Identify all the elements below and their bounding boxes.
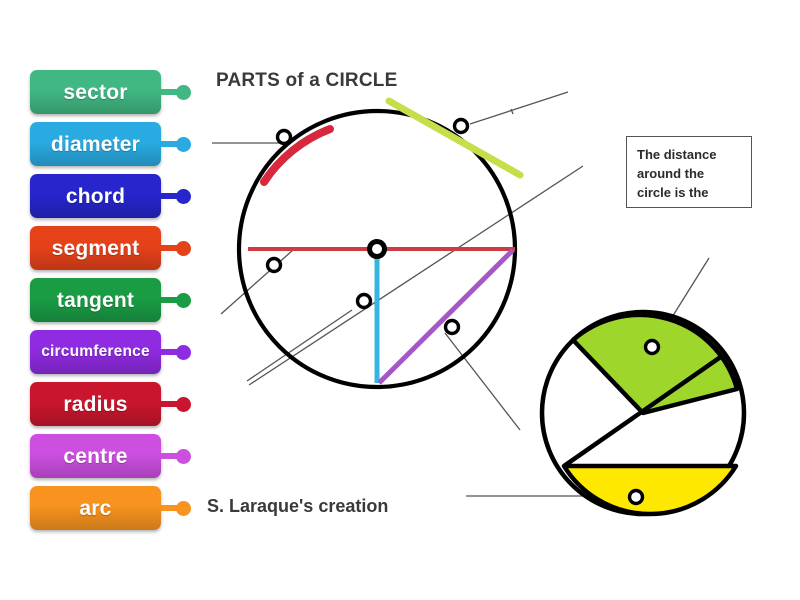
page-title: PARTS of a CIRCLE bbox=[216, 70, 398, 91]
connector-dot[interactable] bbox=[176, 344, 191, 360]
label-chip-diameter[interactable]: diameter bbox=[30, 122, 191, 166]
arc-marker[interactable] bbox=[275, 128, 293, 146]
label-chip-centre[interactable]: centre bbox=[30, 434, 191, 478]
label-chip-tangent[interactable]: tangent bbox=[30, 278, 191, 322]
label-chip-row: centre bbox=[30, 430, 210, 482]
main-circle-outline bbox=[236, 108, 518, 390]
label-chip-row: diameter bbox=[30, 118, 210, 170]
credit-text: S. Laraque's creation bbox=[207, 496, 389, 516]
label-chip-text: sector bbox=[63, 80, 128, 104]
main-circle-group bbox=[236, 97, 524, 390]
label-chip-segment[interactable]: segment bbox=[30, 226, 191, 270]
label-chip-row: tangent bbox=[30, 274, 210, 326]
connector-line bbox=[161, 505, 177, 511]
lead-line-sector bbox=[658, 257, 710, 339]
connector-line bbox=[161, 245, 177, 251]
lead-line-chord bbox=[220, 249, 294, 315]
connector-line bbox=[161, 401, 177, 407]
lead-line-radius bbox=[246, 309, 353, 382]
connector-dot[interactable] bbox=[176, 240, 191, 256]
lead-line-diameter bbox=[248, 165, 584, 386]
connector-line bbox=[161, 193, 177, 199]
tangent-marker[interactable] bbox=[452, 117, 470, 135]
label-chip-text: tangent bbox=[56, 288, 135, 312]
lead-line-tangent-tick bbox=[510, 108, 514, 115]
label-chip-connector[interactable] bbox=[161, 344, 191, 360]
answer-markers bbox=[265, 117, 661, 506]
chord-marker[interactable] bbox=[265, 256, 283, 274]
label-chip-text: segment bbox=[51, 236, 140, 260]
connector-dot[interactable] bbox=[176, 500, 191, 516]
label-chip-radius[interactable]: radius bbox=[30, 382, 191, 426]
label-chip-connector[interactable] bbox=[161, 136, 191, 152]
connector-line bbox=[161, 297, 177, 303]
chord-line bbox=[377, 248, 515, 385]
tangent-line bbox=[385, 97, 524, 179]
label-chip-text: circumference bbox=[41, 343, 150, 361]
centre-marker[interactable] bbox=[367, 239, 387, 259]
segment-marker[interactable] bbox=[627, 488, 645, 506]
label-chip-connector[interactable] bbox=[161, 188, 191, 204]
label-chip-row: sector bbox=[30, 66, 210, 118]
label-chip-arc[interactable]: arc bbox=[30, 486, 191, 530]
lead-line-centre bbox=[444, 332, 521, 431]
label-chip-connector[interactable] bbox=[161, 448, 191, 464]
label-chip-list: sector diameter chord segment tangent circumf… bbox=[30, 66, 210, 534]
label-chip-text: radius bbox=[63, 392, 128, 416]
label-chip-connector[interactable] bbox=[161, 292, 191, 308]
label-chip-connector[interactable] bbox=[161, 240, 191, 256]
lead-line-tangent bbox=[469, 91, 569, 125]
radius-marker[interactable] bbox=[355, 292, 373, 310]
label-chip-text: centre bbox=[63, 444, 128, 468]
sector-marker[interactable] bbox=[643, 338, 661, 356]
label-chip-row: arc bbox=[30, 482, 210, 534]
label-chip-circumference[interactable]: circumference bbox=[30, 330, 191, 374]
label-chip-row: radius bbox=[30, 378, 210, 430]
sector-circle-outline bbox=[539, 309, 747, 517]
label-chip-text: arc bbox=[79, 496, 112, 520]
label-chip-sector[interactable]: sector bbox=[30, 70, 191, 114]
connector-dot[interactable] bbox=[176, 84, 191, 100]
arc-highlight bbox=[260, 125, 334, 186]
connector-dot[interactable] bbox=[176, 188, 191, 204]
label-chip-row: circumference bbox=[30, 326, 210, 378]
label-chip-chord[interactable]: chord bbox=[30, 174, 191, 218]
label-chip-connector[interactable] bbox=[161, 500, 191, 516]
question-text-box: The distance around the circle is the bbox=[626, 136, 752, 208]
label-chip-text: diameter bbox=[50, 132, 141, 156]
segment-region-yellow bbox=[561, 463, 739, 517]
connector-line bbox=[161, 141, 177, 147]
label-chip-connector[interactable] bbox=[161, 84, 191, 100]
sector-circle-chord bbox=[562, 354, 724, 468]
connector-line bbox=[161, 453, 177, 459]
label-chip-row: segment bbox=[30, 222, 210, 274]
connector-dot[interactable] bbox=[176, 396, 191, 412]
connector-line bbox=[161, 349, 177, 355]
connector-dot[interactable] bbox=[176, 448, 191, 464]
label-chip-text: chord bbox=[65, 184, 126, 208]
sector-wedge-green bbox=[570, 312, 740, 416]
sector-circle-group bbox=[539, 309, 747, 517]
label-chip-connector[interactable] bbox=[161, 396, 191, 412]
label-chip-row: chord bbox=[30, 170, 210, 222]
diameter-marker[interactable] bbox=[443, 318, 461, 336]
connector-line bbox=[161, 89, 177, 95]
connector-dot[interactable] bbox=[176, 292, 191, 308]
connector-dot[interactable] bbox=[176, 136, 191, 152]
